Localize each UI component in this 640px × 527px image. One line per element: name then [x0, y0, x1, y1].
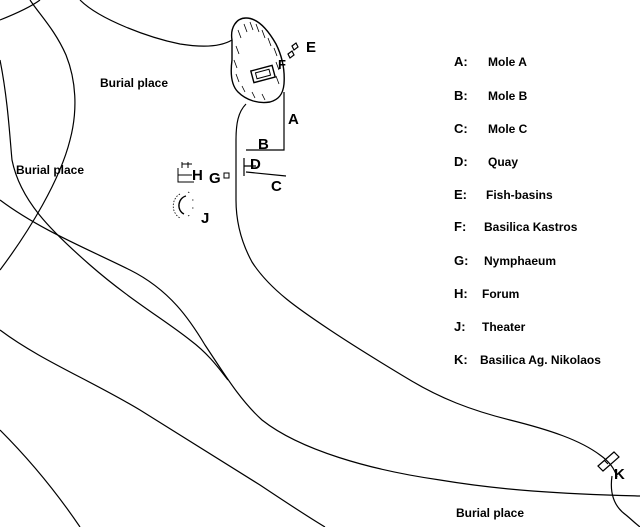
basilica-kastros-symbol: [249, 64, 277, 84]
site-letter-g: G: [209, 170, 221, 187]
legend-item-quay: D: Quay: [454, 154, 634, 170]
legend-item-nymphaeum: G: Nymphaeum: [454, 253, 634, 269]
harbour-coastline: [235, 103, 618, 478]
legend-item-basilica-kastros: F: Basilica Kastros: [454, 219, 634, 235]
legend-item-theater: J: Theater: [454, 319, 634, 335]
legend-key: E:: [454, 187, 467, 202]
site-letter-b: B: [258, 136, 269, 153]
legend-item-mole-b: B: Mole B: [454, 88, 634, 104]
contour-line-inner: [0, 59, 229, 381]
legend-label: Basilica Ag. Nikolaos: [480, 353, 601, 367]
contour-line-west: [0, 0, 41, 21]
legend-label: Basilica Kastros: [484, 220, 578, 234]
fish-basins-symbol: [287, 42, 299, 59]
legend-key: G:: [454, 253, 469, 268]
coastline-north: [79, 0, 233, 47]
legend-key: K:: [454, 352, 468, 367]
legend-label: Nymphaeum: [484, 254, 557, 268]
site-letter-d: D: [250, 156, 261, 173]
site-letter-c: C: [271, 178, 282, 195]
legend-label: Theater: [482, 320, 526, 334]
quay-d: [243, 158, 256, 176]
nymphaeum-symbol: [223, 172, 230, 179]
contour-line-bottom: [0, 429, 81, 527]
contour-line-upper: [0, 0, 76, 271]
headland-outline: [230, 17, 285, 104]
site-letter-a: A: [288, 111, 299, 128]
coast-east: [610, 475, 640, 527]
legend-item-mole-a: A: Mole A: [454, 54, 634, 70]
mole-a: [246, 92, 285, 151]
site-letter-k: K: [614, 466, 625, 483]
legend-label: Forum: [482, 287, 520, 301]
legend-key: C:: [454, 121, 468, 136]
legend-key: H:: [454, 286, 468, 301]
mole-c: [245, 171, 287, 177]
site-letter-f: F: [278, 57, 286, 72]
legend-item-mole-c: C: Mole C: [454, 121, 634, 137]
contour-line-middle: [0, 199, 640, 497]
burial-place-label-south: Burial place: [456, 506, 525, 520]
legend-label: Mole C: [488, 122, 528, 136]
legend-label: Fish-basins: [486, 188, 553, 202]
forum-symbol: [177, 162, 194, 183]
headland-hatching: [233, 21, 280, 101]
legend-label: Mole B: [488, 89, 528, 103]
legend-item-basilica-ag-nikolaos: K: Basilica Ag. Nikolaos: [454, 352, 634, 368]
theater-symbol: [178, 195, 187, 215]
legend-label: Quay: [488, 155, 519, 169]
legend-key: B:: [454, 88, 468, 103]
burial-place-label-north: Burial place: [100, 76, 169, 90]
basilica-ag-nikolaos-symbol: [597, 451, 620, 472]
site-letter-e: E: [306, 39, 317, 56]
site-letter-j: J: [201, 210, 210, 227]
burial-place-label-west: Burial place: [16, 163, 85, 177]
legend-key: D:: [454, 154, 468, 169]
legend-key: F:: [454, 219, 467, 234]
legend-label: Mole A: [488, 55, 527, 69]
legend-item-forum: H: Forum: [454, 286, 634, 302]
legend-key: A:: [454, 54, 468, 69]
site-letter-h: H: [192, 167, 203, 184]
contour-line-lower: [0, 329, 326, 527]
legend-key: J:: [454, 319, 466, 334]
legend-item-fish-basins: E: Fish-basins: [454, 187, 634, 203]
